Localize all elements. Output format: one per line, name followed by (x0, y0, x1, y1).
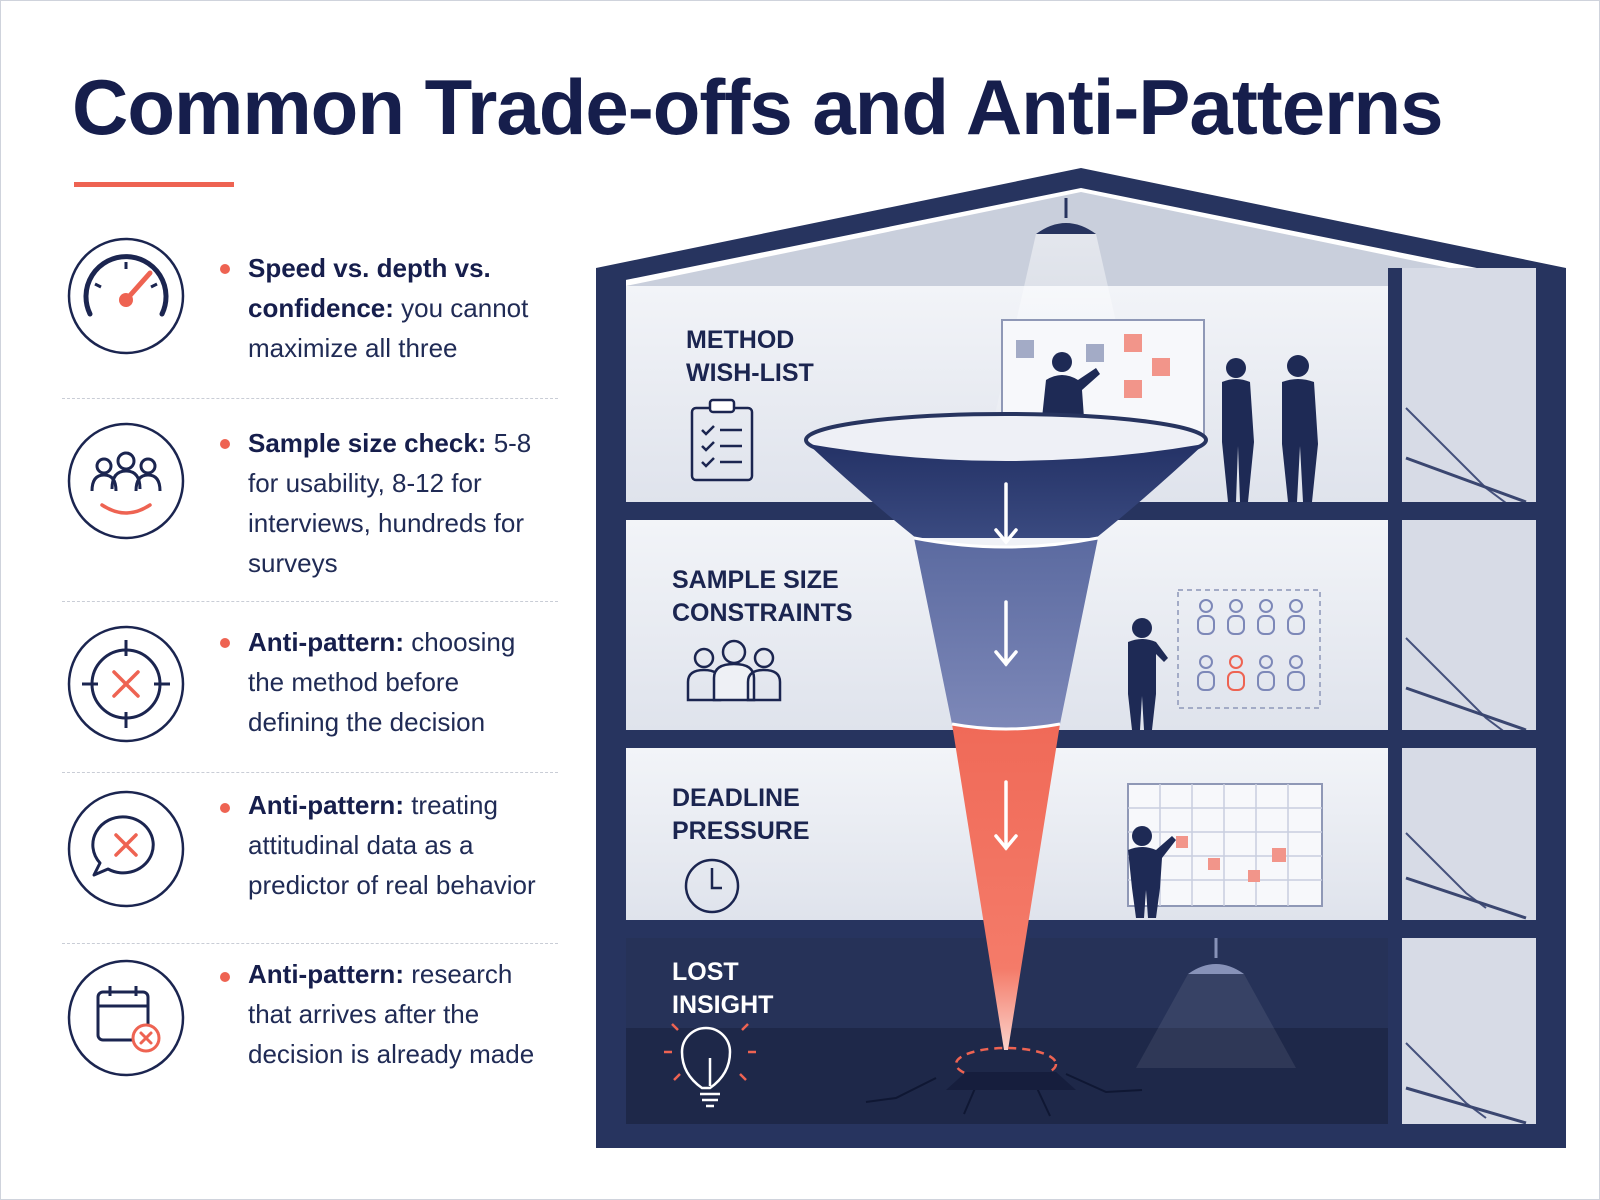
item-bold-label: Speed vs. depth vs. confidence: (248, 253, 491, 323)
participant-grid (1177, 589, 1321, 709)
list-item-speed: Speed vs. depth vs. confidence: you cann… (62, 228, 558, 399)
item-description: research that arrives after the decision… (248, 959, 535, 1069)
person-silhouette (1042, 352, 1100, 418)
bullet-dot (220, 638, 230, 648)
item-bold-label: Anti-pattern: (248, 959, 404, 989)
speech-bubble-x-icon (66, 789, 186, 909)
item-text: Anti-pattern: research that arrives afte… (248, 954, 548, 1074)
down-arrow-icon (994, 780, 1018, 851)
floor-slab-2 (596, 730, 1566, 748)
floor-label-line: LOST (672, 958, 739, 986)
lightbulb-icon (664, 1023, 756, 1108)
floor-label-lost-insight: LOST INSIGHT (672, 956, 773, 1022)
bullet-dot (220, 972, 230, 982)
stairwell (1402, 268, 1536, 1124)
person-silhouette (1128, 618, 1168, 730)
bullet-dot (220, 803, 230, 813)
item-description: you cannot maximize all three (248, 293, 529, 363)
people-icon (686, 639, 782, 702)
person-silhouette (1222, 358, 1254, 502)
basement-lamp-icon (1136, 938, 1296, 1068)
item-bold-label: Sample size check: (248, 428, 487, 458)
speedometer-icon (66, 236, 186, 356)
building-svg (596, 168, 1566, 1148)
target-x-icon (66, 624, 186, 744)
item-description: treating attitudinal data as a predictor… (248, 790, 536, 900)
floor-slab-3 (596, 920, 1566, 938)
floor-label-line: CONSTRAINTS (672, 599, 853, 627)
building-illustration: METHOD WISH-LIST SAMPLE SIZE CONSTRAINTS… (596, 168, 1566, 1178)
person-silhouette (1128, 826, 1176, 918)
item-description: choosing the method before defining the … (248, 627, 516, 737)
item-text: Anti-pattern: choosing the method before… (248, 622, 548, 742)
item-text: Anti-pattern: treating attitudinal data … (248, 785, 548, 905)
list-item-late-research: Anti-pattern: research that arrives afte… (62, 944, 558, 1114)
floor-label-line: INSIGHT (672, 991, 774, 1019)
page-title: Common Trade-offs and Anti-Patterns (72, 63, 1444, 151)
funnel-red-section (952, 724, 1060, 1050)
item-bold-label: Anti-pattern: (248, 790, 404, 820)
ground-slab (596, 1124, 1566, 1148)
floor-label-line: DEADLINE (672, 784, 800, 812)
list-item-attitudinal: Anti-pattern: treating attitudinal data … (62, 773, 558, 944)
clock-icon (684, 858, 740, 914)
bullet-dot (220, 264, 230, 274)
floor-label-line: METHOD (686, 326, 795, 354)
item-description: 5-8 for usability, 8-12 for interviews, … (248, 428, 532, 578)
bullet-dot (220, 439, 230, 449)
stairs (1405, 407, 1507, 1119)
list-item-sample-size: Sample size check: 5-8 for usability, 8-… (62, 399, 558, 602)
impact-circle (954, 1046, 1058, 1082)
group-icon (66, 421, 186, 541)
floor-label-deadline: DEADLINE PRESSURE (672, 782, 810, 848)
floor-cracks (865, 1073, 1143, 1117)
down-arrow-icon (994, 600, 1018, 667)
title-accent-rule (74, 182, 234, 187)
floor-label-line: WISH-LIST (686, 359, 814, 387)
floor-label-sample-size: SAMPLE SIZE CONSTRAINTS (672, 564, 853, 630)
calendar-x-icon (66, 958, 186, 1078)
checklist-icon (690, 398, 754, 482)
item-bold-label: Anti-pattern: (248, 627, 404, 657)
tradeoff-list: Speed vs. depth vs. confidence: you cann… (62, 228, 558, 1114)
item-text: Speed vs. depth vs. confidence: you cann… (248, 248, 548, 368)
floor-label-method: METHOD WISH-LIST (686, 324, 814, 390)
person-silhouette (1282, 355, 1318, 502)
list-item-method-first: Anti-pattern: choosing the method before… (62, 602, 558, 773)
down-arrow-icon (994, 482, 1018, 545)
floor-label-line: PRESSURE (672, 817, 810, 845)
item-text: Sample size check: 5-8 for usability, 8-… (248, 423, 548, 583)
floor-label-line: SAMPLE SIZE (672, 566, 839, 594)
